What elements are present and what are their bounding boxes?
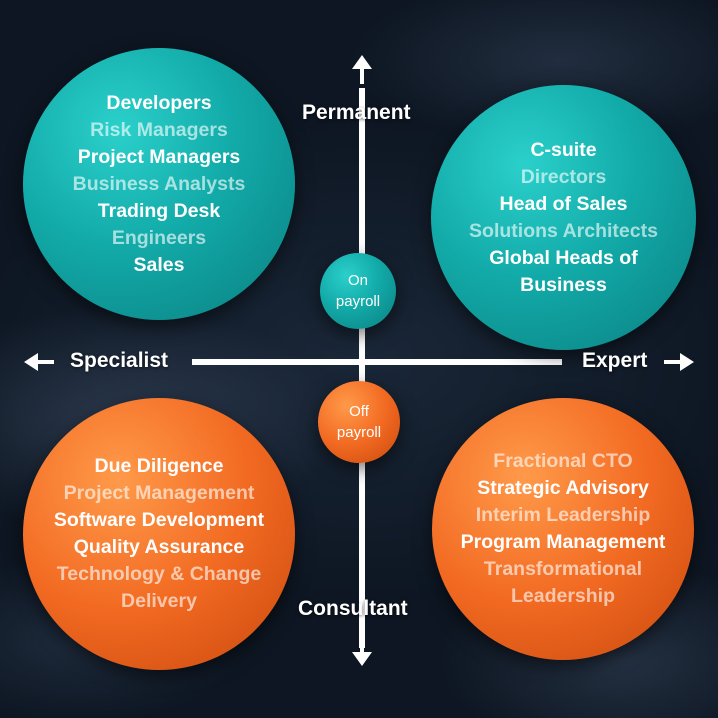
role-item: Head of Sales	[499, 192, 628, 215]
role-item: Project Management	[63, 482, 255, 504]
role-item: Engineers	[111, 226, 207, 249]
role-item: Program Management	[460, 531, 666, 553]
arrow-right-icon	[680, 353, 694, 371]
off-payroll-line-2: payroll	[336, 424, 382, 441]
role-item: Software Development	[53, 509, 265, 531]
role-item: Developers	[106, 91, 212, 114]
role-item: Directors	[520, 165, 607, 188]
role-item: Due Diligence	[94, 455, 224, 477]
role-item: Technology & Change	[56, 563, 262, 585]
on-payroll-line-2: payroll	[335, 293, 381, 310]
off-payroll-badge: Off payroll	[318, 381, 400, 463]
horizontal-axis	[192, 359, 562, 365]
role-item: Business Analysts	[72, 172, 246, 195]
role-item: Sales	[133, 253, 185, 276]
role-item: Fractional CTO	[493, 450, 633, 472]
vertical-axis	[359, 88, 365, 648]
role-item: Business	[520, 273, 607, 296]
axis-label-specialist: Specialist	[70, 349, 169, 372]
off-payroll-line-1: Off	[349, 403, 369, 420]
axis-label-permanent: Permanent	[302, 101, 411, 124]
on-payroll-badge: On payroll	[320, 253, 396, 329]
role-item: C-suite	[530, 138, 597, 161]
arrow-down-icon	[352, 652, 372, 666]
role-item: Project Managers	[77, 145, 241, 168]
role-item: Delivery	[121, 590, 197, 612]
role-item: Quality Assurance	[73, 536, 245, 558]
axis-label-consultant: Consultant	[298, 597, 408, 620]
arrow-down-stem	[360, 636, 364, 654]
on-payroll-line-1: On	[347, 272, 368, 289]
role-item: Trading Desk	[97, 199, 221, 222]
role-item: Leadership	[510, 585, 616, 607]
arrow-left-icon	[24, 353, 38, 371]
role-item: Strategic Advisory	[477, 477, 649, 499]
role-item: Transformational	[483, 558, 643, 580]
arrow-up-stem	[360, 66, 364, 84]
role-item: Global Heads of	[489, 246, 638, 269]
role-item: Interim Leadership	[475, 504, 651, 526]
role-item: Risk Managers	[90, 118, 228, 141]
arrow-left-stem	[36, 360, 54, 364]
axis-label-expert: Expert	[582, 349, 648, 372]
role-item: Solutions Architects	[469, 219, 658, 242]
arrow-up-icon	[352, 55, 372, 69]
arrow-right-stem	[664, 360, 682, 364]
